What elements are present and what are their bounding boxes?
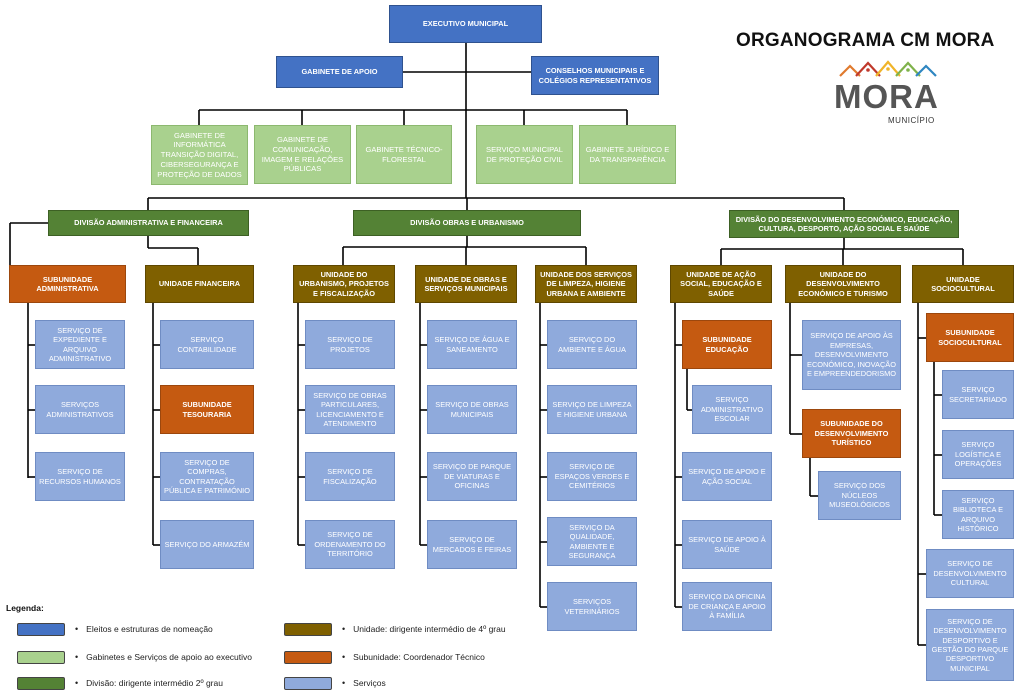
node-svc-agua: SERVIÇO DE ÁGUA E SANEAMENTO <box>427 320 517 369</box>
bullet-icon: • <box>75 652 79 662</box>
legend-label: Subunidade: Coordenador Técnico <box>353 652 485 662</box>
node-executivo: EXECUTIVO MUNICIPAL <box>389 5 542 43</box>
node-svc-nucleos: SERVIÇO DOS NÚCLEOS MUSEOLÓGICOS <box>818 471 901 520</box>
node-svc-mercados: SERVIÇO DE MERCADOS E FEIRAS <box>427 520 517 569</box>
node-svc-expediente: SERVIÇO DE EXPEDIENTE E ARQUIVO ADMINIST… <box>35 320 125 369</box>
legend-item-divisao: • Divisão: dirigente intermédio 2º grau <box>17 676 223 690</box>
node-svc-rh: SERVIÇO DE RECURSOS HUMANOS <box>35 452 125 501</box>
node-svc-limpeza: SERVIÇO DE LIMPEZA E HIGIENE URBANA <box>547 385 637 434</box>
node-uni-urbanismo: UNIDADE DO URBANISMO, PROJETOS E FISCALI… <box>293 265 395 303</box>
node-svc-administrativos: SERVIÇOS ADMINISTRATIVOS <box>35 385 125 434</box>
page-title: ORGANOGRAMA CM MORA <box>736 30 995 51</box>
legend-item-unidade: • Unidade: dirigente intermédio de 4º gr… <box>284 622 506 636</box>
node-svc-administrativo-escolar: SERVIÇO ADMINISTRATIVO ESCOLAR <box>692 385 772 434</box>
legend-title: Legenda: <box>6 603 44 613</box>
node-svc-compras: SERVIÇO DE COMPRAS, CONTRATAÇÃO PÚBLICA … <box>160 452 254 501</box>
logo-word: MORA <box>834 78 939 115</box>
node-sub-admin: SUBUNIDADE ADMINISTRATIVA <box>9 265 126 303</box>
node-servico-protecao-civil: SERVIÇO MUNICIPAL DE PROTEÇÃO CIVIL <box>476 125 573 184</box>
node-gab-comunicacao: GABINETE DE COMUNICAÇÃO, IMAGEM E RELAÇÕ… <box>254 125 351 184</box>
legend-swatch <box>17 676 65 690</box>
node-svc-projetos: SERVIÇO DE PROJETOS <box>305 320 395 369</box>
node-sub-turistico: SUBUNIDADE DO DESENVOLVIMENTO TURÍSTICO <box>802 409 901 458</box>
node-svc-ordenamento: SERVIÇO DE ORDENAMENTO DO TERRITÓRIO <box>305 520 395 569</box>
legend-item-subunidade: • Subunidade: Coordenador Técnico <box>284 650 485 664</box>
node-gabinete-apoio: GABINETE DE APOIO <box>276 56 403 88</box>
node-sub-tesouraria: SUBUNIDADE TESOURARIA <box>160 385 254 434</box>
node-svc-logistica: SERVIÇO LOGÍSTICA E OPERAÇÕES <box>942 430 1014 479</box>
node-svc-viaturas: SERVIÇO DE PARQUE DE VIATURAS E OFICINAS <box>427 452 517 501</box>
node-gab-florestal: GABINETE TÉCNICO-FLORESTAL <box>356 125 452 184</box>
node-gab-informatica: GABINETE DE INFORMÁTICA TRANSIÇÃO DIGITA… <box>151 125 248 185</box>
node-svc-obras-particulares: SERVIÇO DE OBRAS PARTICULARES, LICENCIAM… <box>305 385 395 434</box>
node-svc-armazem: SERVIÇO DO ARMAZÉM <box>160 520 254 569</box>
node-svc-acao-social: SERVIÇO DE APOIO E AÇÃO SOCIAL <box>682 452 772 501</box>
node-svc-desenv-cultural: SERVIÇO DE DESENVOLVIMENTO CULTURAL <box>926 549 1014 598</box>
legend-swatch <box>17 622 65 636</box>
node-svc-obras-municipais: SERVIÇO DE OBRAS MUNICIPAIS <box>427 385 517 434</box>
legend-label: Divisão: dirigente intermédio 2º grau <box>86 678 223 688</box>
node-uni-sociocultural: UNIDADE SOCIOCULTURAL <box>912 265 1014 303</box>
node-svc-qualidade: SERVIÇO DA QUALIDADE, AMBIENTE E SEGURAN… <box>547 517 637 566</box>
node-uni-desenv-econ: UNIDADE DO DESENVOLVIMENTO ECONÓMICO E T… <box>785 265 901 303</box>
node-uni-financeira: UNIDADE FINANCEIRA <box>145 265 254 303</box>
legend-swatch <box>284 622 332 636</box>
node-svc-espacos-verdes: SERVIÇO DE ESPAÇOS VERDES E CEMITÉRIOS <box>547 452 637 501</box>
logo-subtitle: MUNICÍPIO <box>888 116 935 125</box>
node-svc-secretariado: SERVIÇO SECRETARIADO <box>942 370 1014 419</box>
bullet-icon: • <box>342 678 346 688</box>
node-sub-educacao: SUBUNIDADE EDUCAÇÃO <box>682 320 772 369</box>
node-svc-oficina-crianca: SERVIÇO DA OFICINA DE CRIANÇA E APOIO À … <box>682 582 772 631</box>
bullet-icon: • <box>342 624 346 634</box>
legend-item-gabinetes: • Gabinetes e Serviços de apoio ao execu… <box>17 650 252 664</box>
legend-swatch <box>284 676 332 690</box>
legend-label: Gabinetes e Serviços de apoio ao executi… <box>86 652 253 662</box>
node-sub-sociocultural: SUBUNIDADE SOCIOCULTURAL <box>926 313 1014 362</box>
node-uni-limpeza: UNIDADE DOS SERVIÇOS DE LIMPEZA, HIGIENE… <box>535 265 637 303</box>
legend-item-eleitos: • Eleitos e estruturas de nomeação <box>17 622 213 636</box>
legend-label: Serviços <box>353 678 386 688</box>
node-uni-acao-social: UNIDADE DE AÇÃO SOCIAL, EDUCAÇÃO E SAÚDE <box>670 265 772 303</box>
node-svc-ambiente: SERVIÇO DO AMBIENTE E ÁGUA <box>547 320 637 369</box>
node-div-admin: DIVISÃO ADMINISTRATIVA E FINANCEIRA <box>48 210 249 236</box>
legend-swatch <box>17 650 65 664</box>
node-svc-contabilidade: SERVIÇO CONTABILIDADE <box>160 320 254 369</box>
legend-label: Unidade: dirigente intermédio de 4º grau <box>353 624 506 634</box>
node-conselhos: CONSELHOS MUNICIPAIS E COLÉGIOS REPRESEN… <box>531 56 659 95</box>
node-svc-saude: SERVIÇO DE APOIO À SAÚDE <box>682 520 772 569</box>
node-svc-biblioteca: SERVIÇO BIBLIOTECA E ARQUIVO HISTÓRICO <box>942 490 1014 539</box>
node-svc-apoio-empresas: SERVIÇO DE APOIO ÀS EMPRESAS, DESENVOLVI… <box>802 320 901 390</box>
bullet-icon: • <box>75 678 79 688</box>
node-svc-veterinarios: SERVIÇOS VETERINÁRIOS <box>547 582 637 631</box>
node-div-desenv: DIVISÃO DO DESENVOLVIMENTO ECONÓMICO, ED… <box>729 210 959 238</box>
legend-label: Eleitos e estruturas de nomeação <box>86 624 213 634</box>
legend-item-servicos: • Serviços <box>284 676 386 690</box>
mora-logo: MORA MUNICÍPIO <box>830 58 950 130</box>
node-svc-fiscalizacao: SERVIÇO DE FISCALIZAÇÃO <box>305 452 395 501</box>
logo-rooftops-icon <box>839 60 937 77</box>
node-uni-obras: UNIDADE DE OBRAS E SERVIÇOS MUNICIPAIS <box>415 265 517 303</box>
legend-swatch <box>284 650 332 664</box>
bullet-icon: • <box>342 652 346 662</box>
bullet-icon: • <box>75 624 79 634</box>
node-svc-desenv-desportivo: SERVIÇO DE DESENVOLVIMENTO DESPORTIVO E … <box>926 609 1014 681</box>
node-gab-juridico: GABINETE JURÍDICO E DA TRANSPARÊNCIA <box>579 125 676 184</box>
node-div-obras: DIVISÃO OBRAS E URBANISMO <box>353 210 581 236</box>
